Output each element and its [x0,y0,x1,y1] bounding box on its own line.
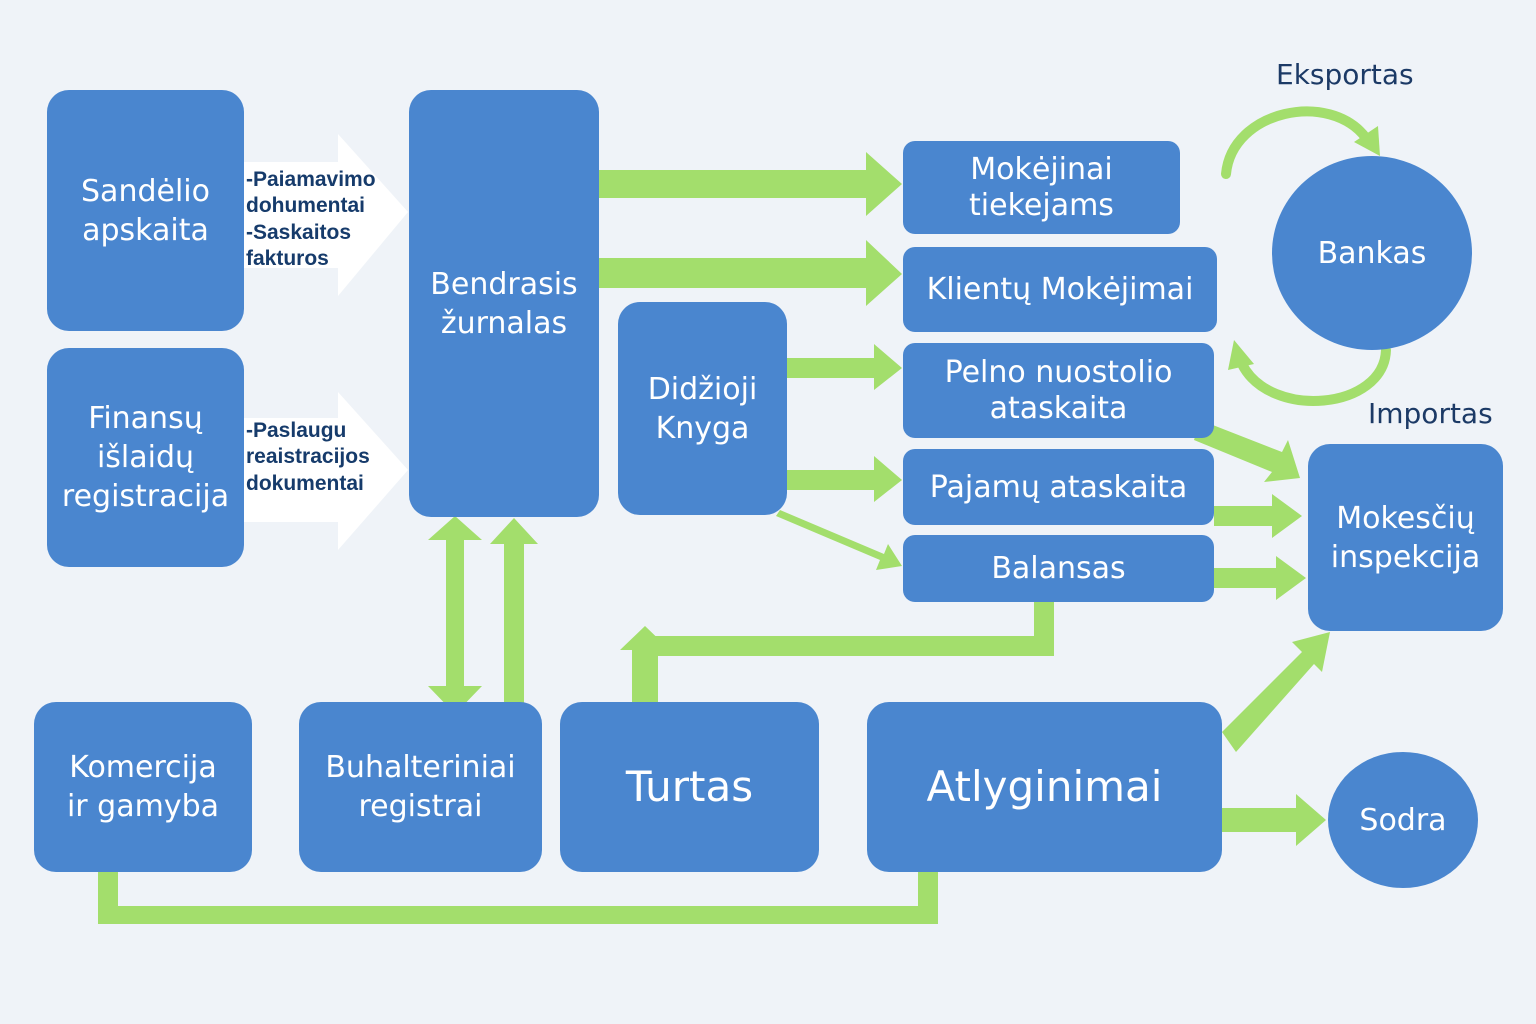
documents-label-bottom: -Paslaugu reaistracijos dokumentai [246,419,370,495]
node-sandelio-apskaita: Sandėlio apskaita [47,90,244,331]
node-pelno-nuostolio-ataskaita: Pelno nuostolio ataskaita [903,343,1214,438]
arrow-didzioji-to-balansas [776,510,902,570]
node-bankas: Bankas [1272,156,1472,350]
arrow-balansas-to-turtas [620,602,1054,702]
document-arrow-top [244,134,408,296]
node-turtas: Turtas [560,702,819,872]
document-arrow-bottom [244,392,408,550]
arrow-didzioji-to-pajamu [786,456,902,502]
arrow-didzioji-to-pelno [786,344,902,390]
label-importas: Importas [1368,397,1493,430]
node-finansu-isladu-registracija: Finansų išlaidų registracija [47,348,244,567]
node-bendrasis-zurnalas: Bendrasis žurnalas [409,90,599,517]
connector-komercija-atlyginimai [98,872,938,924]
arrow-balansas-to-mokesciu [1214,556,1306,600]
node-didzioji-knyga: Didžioji Knyga [618,302,787,515]
curve-arrow-eksportas [1221,106,1371,179]
curve-arrow-importas-head [1228,340,1254,370]
node-pajamu-ataskaita: Pajamų ataskaita [903,449,1214,525]
node-mokejimai-tiekejams: Mokėjinai tiekejams [903,141,1180,234]
arrow-pajamu-to-mokesciu [1214,494,1302,538]
arrow-pelno-to-mokesciu [1194,420,1300,482]
documents-label-top: -Paiamavimo dohumentai -Saskaitos faktur… [246,168,376,270]
label-eksportas: Eksportas [1276,58,1414,91]
arrow-atlyginimai-to-sodra [1222,794,1326,846]
arrow-buhalteriniai-to-bendrasis [490,518,538,704]
node-mokesciu-inspekcija: Mokesčių inspekcija [1308,444,1503,631]
arrow-atlyginimai-to-mokesciu [1222,632,1330,752]
arrow-bendrasis-to-klientu [598,240,902,306]
arrow-bendrasis-buhalteriniai-double [428,516,482,714]
curve-arrow-importas [1237,345,1391,406]
arrow-bendrasis-to-mokejimai [598,152,902,216]
node-sodra: Sodra [1328,752,1478,888]
curve-arrow-eksportas-head [1354,126,1380,156]
node-atlyginimai: Atlyginimai [867,702,1222,872]
node-buhalteriniai-registrai: Buhalteriniai registrai [299,702,542,872]
node-balansas: Balansas [903,535,1214,602]
node-komercija-ir-gamyba: Komercija ir gamyba [34,702,252,872]
node-klientu-mokejimai: Klientų Mokėjimai [903,247,1217,332]
